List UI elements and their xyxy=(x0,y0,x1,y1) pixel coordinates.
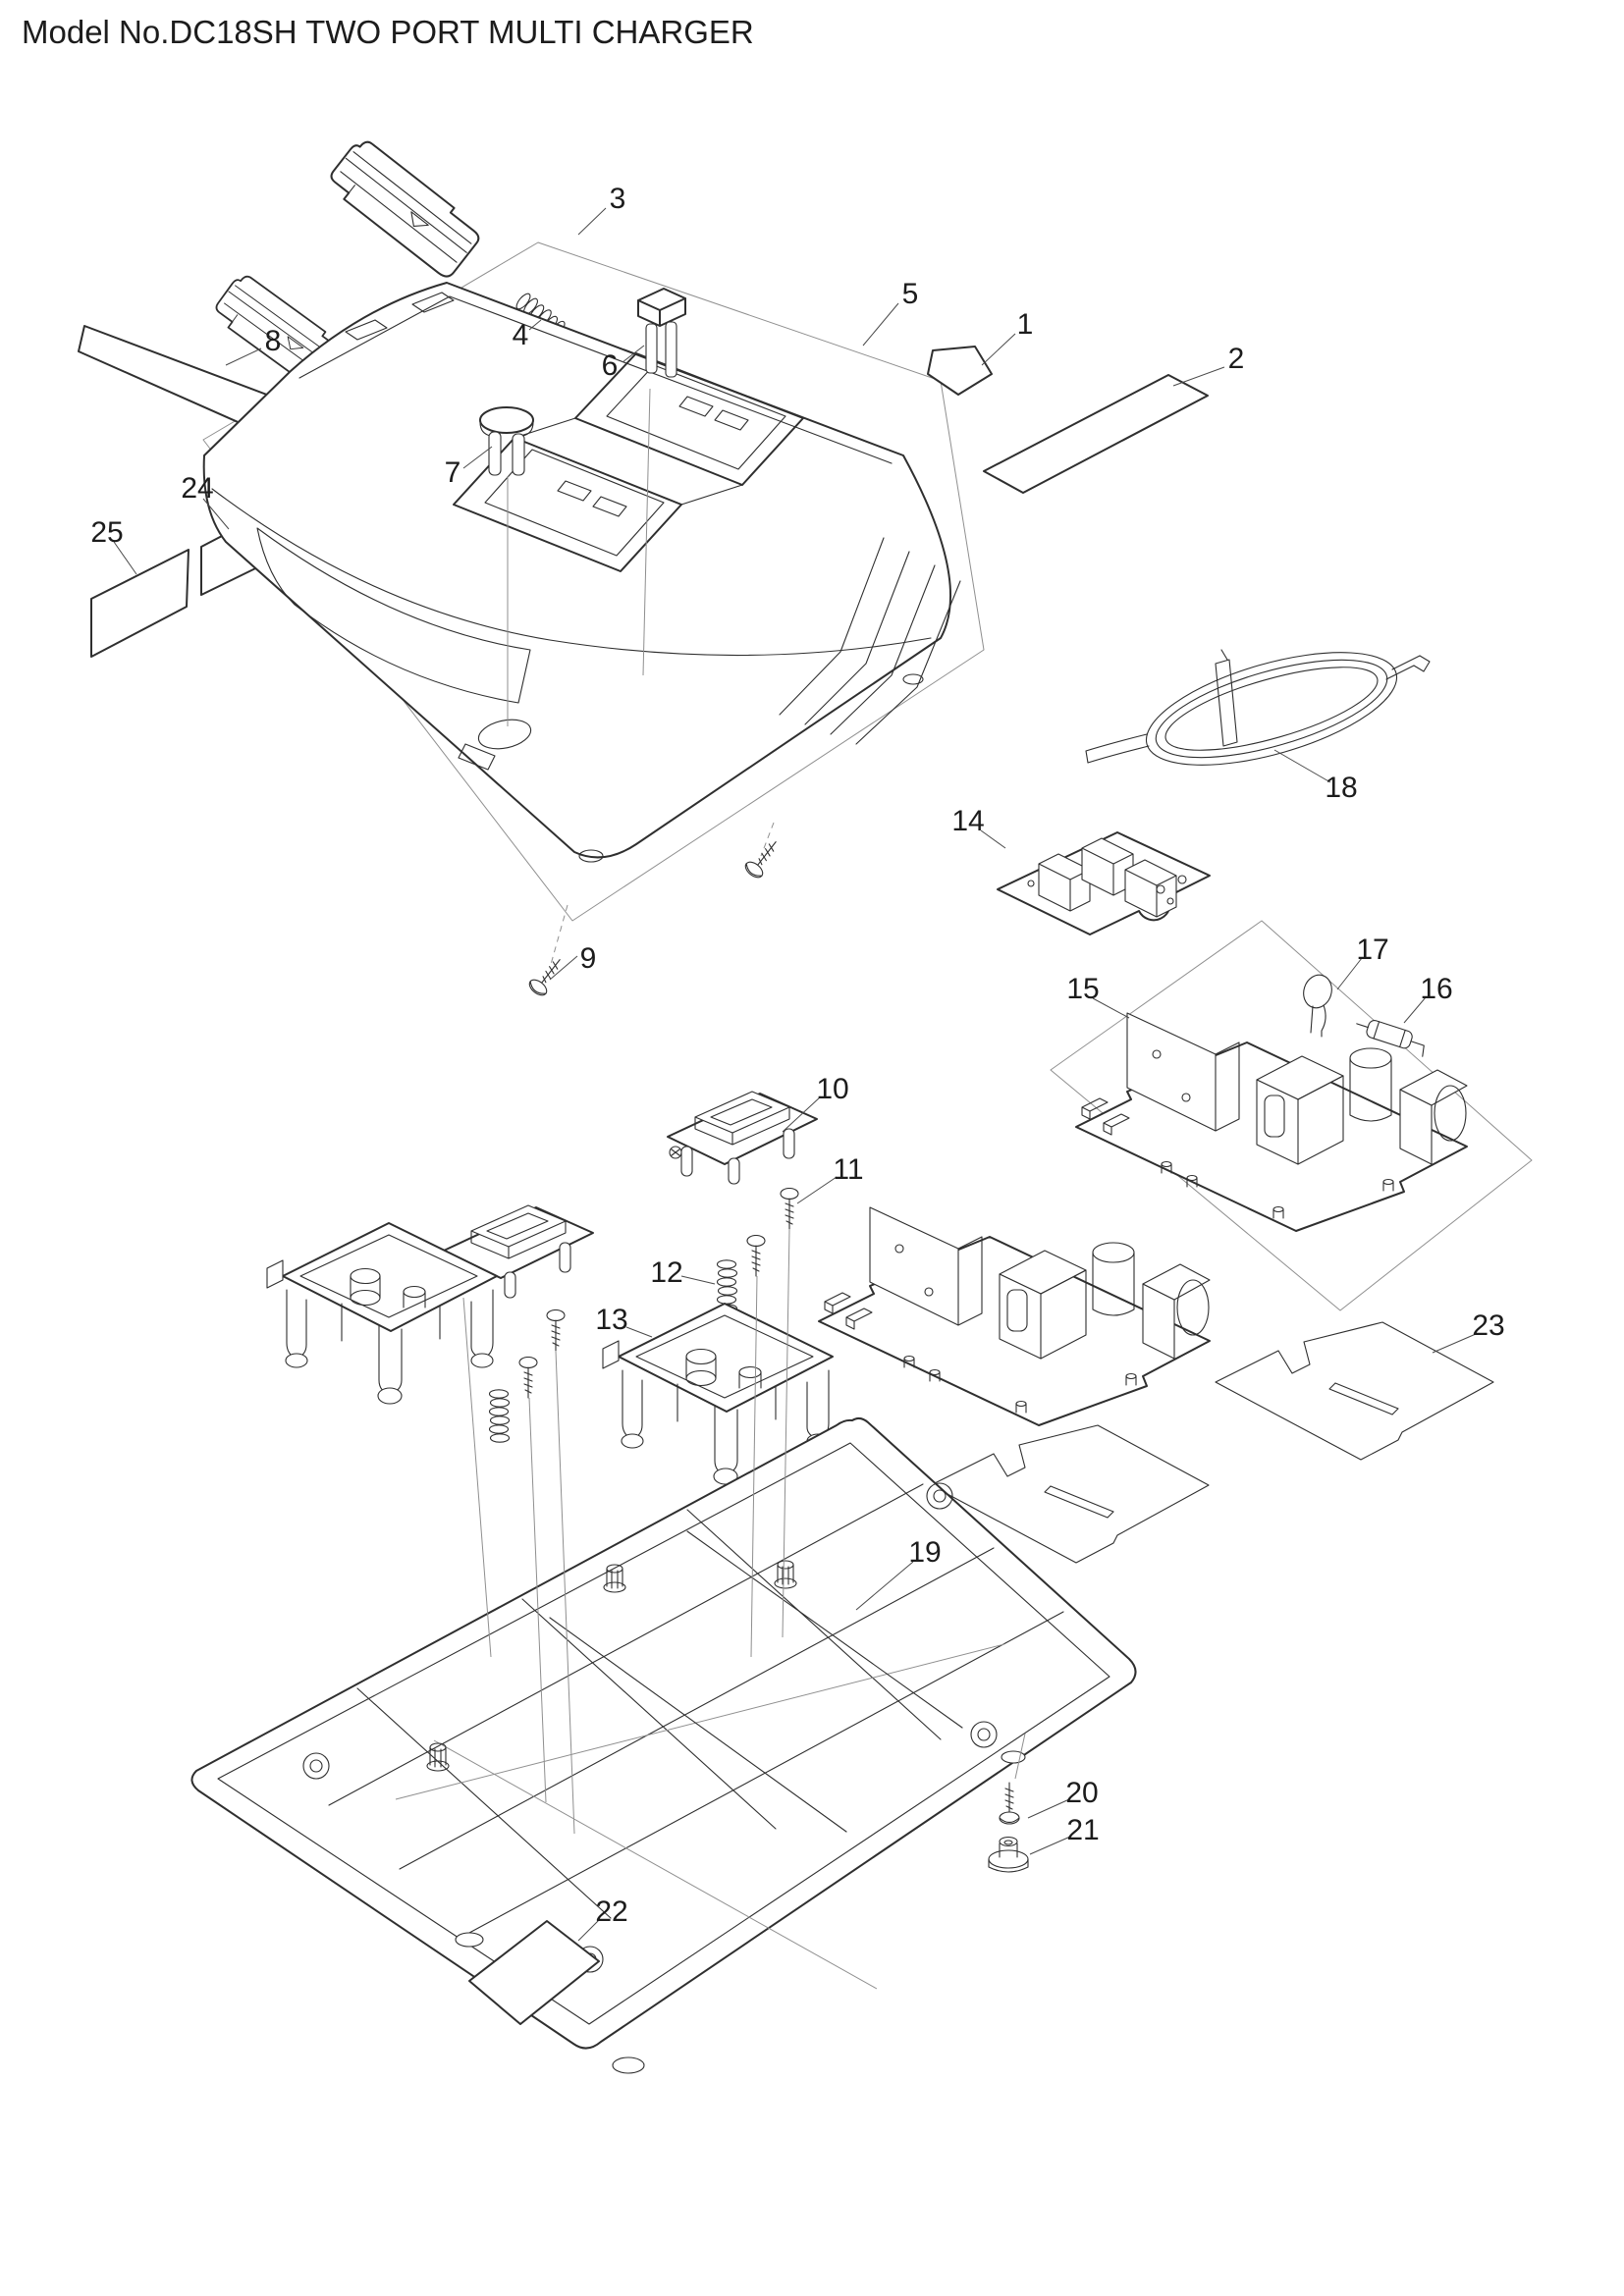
leader-part-24 xyxy=(202,498,230,530)
leader-part-11 xyxy=(796,1176,838,1204)
part-25-label xyxy=(90,549,189,658)
callout-part-24: 24 xyxy=(181,472,213,505)
part-14-terminal-board xyxy=(997,831,1211,935)
callout-part-5: 5 xyxy=(902,278,919,310)
screw-20-guide-line xyxy=(1014,1733,1026,1780)
leader-part-23 xyxy=(1432,1333,1477,1354)
callout-part-10: 10 xyxy=(816,1073,848,1105)
callout-part-11: 11 xyxy=(833,1153,863,1186)
leader-part-22 xyxy=(577,1918,601,1942)
part-3-battery-rail xyxy=(322,134,487,282)
callout-part-25: 25 xyxy=(90,516,123,549)
leader-part-7 xyxy=(462,446,493,469)
part-20-screw xyxy=(999,1782,1020,1825)
leader-part-8 xyxy=(225,347,262,366)
leader-part-14 xyxy=(980,829,1006,849)
leader-part-4 xyxy=(528,319,542,331)
callout-part-13: 13 xyxy=(595,1304,627,1336)
leader-part-15 xyxy=(1092,997,1130,1019)
callout-part-23: 23 xyxy=(1472,1309,1504,1342)
part-9-screw-duplicate xyxy=(741,834,785,881)
part-19-bottom-case xyxy=(190,1416,1137,2074)
part-23-insulation-sheet xyxy=(1215,1321,1494,1461)
part-16-fuse xyxy=(1356,1020,1425,1057)
leader-part-9 xyxy=(549,955,578,981)
leader-part-3 xyxy=(577,207,607,236)
part-12-spring-duplicate xyxy=(488,1389,511,1443)
leader-part-12 xyxy=(680,1275,716,1285)
part-18-power-cord xyxy=(1085,649,1431,766)
callout-part-4: 4 xyxy=(513,319,529,351)
part-9-screw xyxy=(525,952,568,999)
callout-part-2: 2 xyxy=(1228,343,1245,375)
part-17-capacitor xyxy=(1303,974,1332,1038)
callout-part-14: 14 xyxy=(951,805,984,837)
part-5-top-housing xyxy=(202,282,961,863)
part-2-label-strip xyxy=(983,374,1209,494)
part-11-screw-duplicate xyxy=(518,1356,538,1399)
leader-part-2 xyxy=(1172,366,1225,387)
callout-part-19: 19 xyxy=(908,1536,941,1569)
part-11-screw xyxy=(780,1187,799,1230)
pin-6-guide-line xyxy=(642,388,651,676)
leader-part-13 xyxy=(625,1326,653,1338)
callout-part-17: 17 xyxy=(1356,934,1388,966)
part-7-latch-pin xyxy=(479,406,534,476)
callout-part-9: 9 xyxy=(580,942,597,975)
part-6-latch-pin xyxy=(637,288,686,378)
leader-part-10 xyxy=(782,1095,822,1133)
callout-part-6: 6 xyxy=(602,349,619,382)
leader-part-20 xyxy=(1027,1798,1070,1819)
assembly-guide-lines xyxy=(462,1228,790,1835)
callout-part-8: 8 xyxy=(265,325,282,357)
leader-part-17 xyxy=(1336,957,1363,990)
part-11-screw-duplicate xyxy=(746,1234,766,1277)
callout-part-3: 3 xyxy=(610,183,626,215)
callout-part-1: 1 xyxy=(1017,308,1034,341)
leader-part-25 xyxy=(113,541,137,575)
part-11-screw-duplicate xyxy=(546,1308,566,1352)
leader-part-1 xyxy=(981,333,1016,366)
leader-part-5 xyxy=(862,302,899,347)
callout-part-21: 21 xyxy=(1066,1814,1099,1846)
callout-part-20: 20 xyxy=(1065,1777,1098,1809)
callout-part-18: 18 xyxy=(1325,772,1357,804)
part-22-label xyxy=(468,1920,600,2025)
leader-part-19 xyxy=(855,1561,914,1611)
leader-part-16 xyxy=(1403,996,1427,1024)
callout-part-7: 7 xyxy=(445,456,461,489)
callout-part-16: 16 xyxy=(1420,973,1452,1005)
page-title: Model No.DC18SH TWO PORT MULTI CHARGER xyxy=(22,14,754,50)
callout-part-22: 22 xyxy=(595,1896,627,1928)
leader-part-18 xyxy=(1273,749,1331,783)
part-1-label xyxy=(927,346,993,396)
callout-part-15: 15 xyxy=(1066,973,1099,1005)
leader-part-6 xyxy=(622,345,645,363)
leader-part-21 xyxy=(1029,1836,1071,1855)
callout-part-12: 12 xyxy=(650,1256,682,1289)
screw-9-dash-line xyxy=(549,904,568,969)
part-10-terminal-holder xyxy=(667,1091,818,1185)
part-15-pcb-assembly-duplicate xyxy=(818,1206,1211,1426)
part-21-rubber-foot xyxy=(988,1836,1029,1873)
